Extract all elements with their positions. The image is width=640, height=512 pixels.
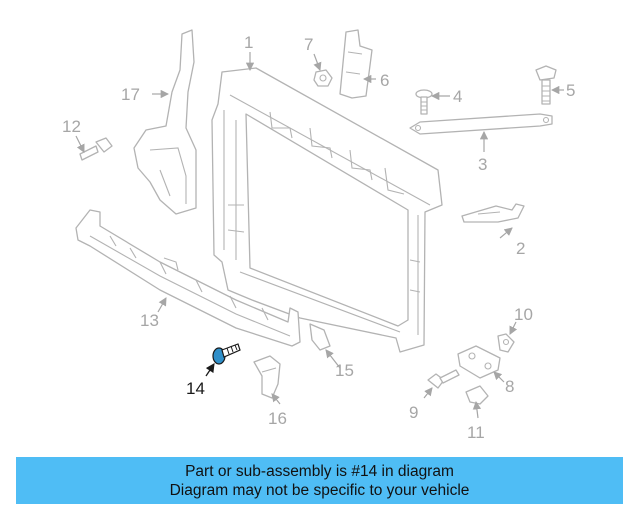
callout-6: 6 (380, 71, 389, 90)
callout-3: 3 (478, 155, 487, 174)
callout-10: 10 (514, 305, 533, 324)
banner-line-disclaimer: Diagram may not be specific to your vehi… (169, 481, 470, 499)
mounting-plate (457, 345, 501, 379)
callout-5: 5 (566, 81, 575, 100)
angled-bolt (427, 369, 460, 389)
grommet (497, 333, 515, 353)
radiator-support-frame (211, 67, 443, 353)
long-bracket (409, 113, 553, 135)
parts-diagram: 1 2 3 4 5 6 7 8 9 10 11 12 13 14 15 16 1… (62, 29, 575, 442)
lower-bracket (253, 355, 281, 399)
highlighted-bolt-14 (212, 343, 241, 365)
callout-8: 8 (505, 377, 514, 396)
long-bolt (535, 65, 557, 105)
callout-11: 11 (467, 423, 485, 442)
callout-16: 16 (268, 409, 287, 428)
info-banner: Part or sub-assembly is #14 in diagram D… (16, 457, 623, 504)
callout-14: 14 (186, 379, 205, 398)
callout-1: 1 (244, 33, 253, 52)
callout-17: 17 (121, 85, 140, 104)
side-bracket (461, 203, 525, 223)
nut (313, 69, 333, 87)
leader-lines (75, 52, 564, 419)
clip (309, 323, 331, 351)
callout-12: 12 (62, 117, 81, 136)
small-bolt (415, 89, 433, 115)
callout-15: 15 (335, 361, 354, 380)
banner-line-part: Part or sub-assembly is #14 in diagram (185, 462, 454, 480)
callout-2: 2 (516, 239, 525, 258)
callout-4: 4 (453, 87, 462, 106)
upright-bracket (339, 29, 373, 99)
callout-13: 13 (140, 311, 159, 330)
small-clip (465, 385, 489, 405)
side-air-guide (133, 29, 197, 215)
pin-clip (79, 137, 113, 161)
callout-9: 9 (409, 403, 418, 422)
callout-7: 7 (304, 35, 313, 54)
lower-deflector (75, 209, 301, 347)
